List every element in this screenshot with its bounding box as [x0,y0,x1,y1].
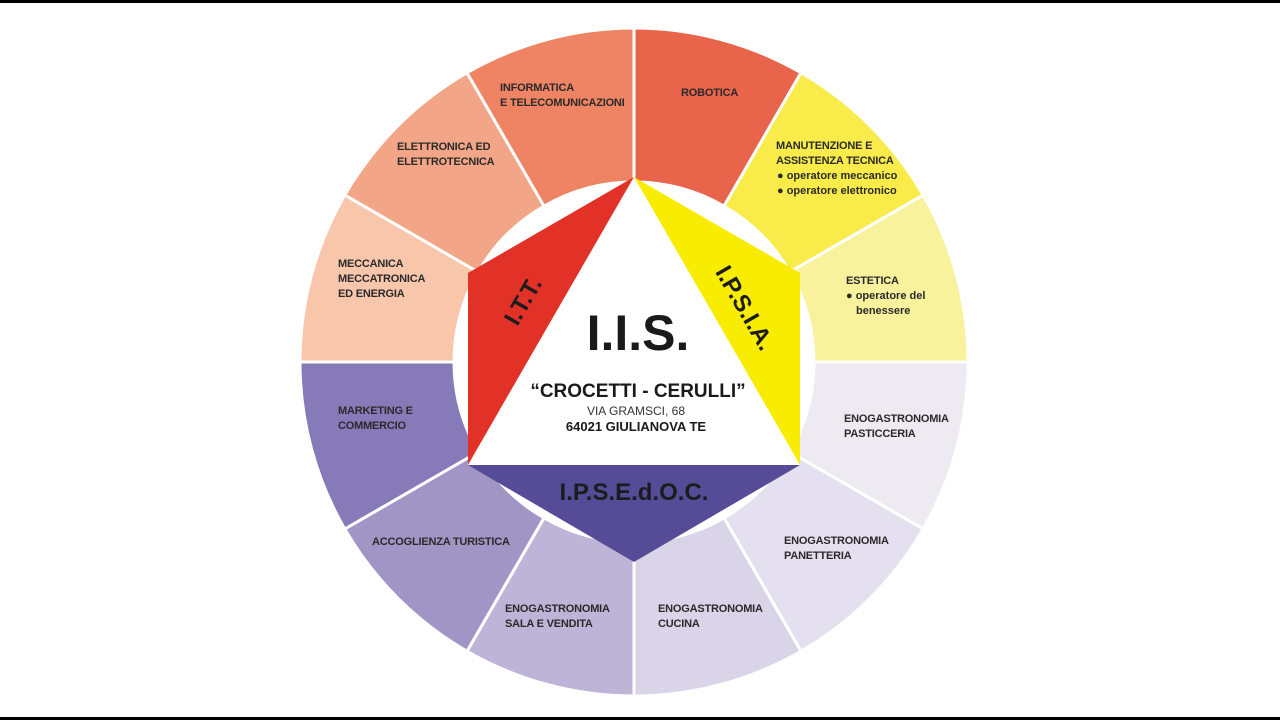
institute-address: VIA GRAMSCI, 68 [587,404,685,418]
segment-label-meccanica-1: MECCATRONICA [338,273,425,285]
segment-label-robotica-0: ROBOTICA [681,87,738,99]
segment-label-marketing-1: COMMERCIO [338,420,407,432]
segment-bullet-manutenzione-0: ● operatore meccanico [777,170,898,182]
segments-ring: ROBOTICA MANUTENZIONE E ASSISTENZA TECNICA… [298,26,970,698]
segment-label-accoglienza-0: ACCOGLIENZA TURISTICA [372,536,510,548]
segment-shape-informatica [464,26,636,209]
segment-label-marketing-0: MARKETING E [338,405,413,417]
segment-bullet-manutenzione-1: ● operatore elettronico [777,185,897,197]
segment-bullet-cont-estetica-0: benessere [856,305,910,317]
segment-informatica: INFORMATICA E TELECOMUNICAZIONI [464,26,636,209]
bottom-letterbox-line [0,717,1280,720]
ipsedoc-wedge [468,465,800,562]
segment-label-enogastronomia-pasticceria-0: ENOGASTRONOMIA [844,413,949,425]
segment-label-informatica-1: E TELECOMUNICAZIONI [500,97,625,109]
center-triangle [468,177,800,465]
segment-label-enogastronomia-sala-1: SALA E VENDITA [505,618,593,630]
segment-enogastronomia-cucina: ENOGASTRONOMIA CUCINA [632,515,804,698]
segment-meccanica: MECCANICA MECCATRONICA ED ENERGIA [298,192,481,364]
segment-label-enogastronomia-sala-0: ENOGASTRONOMIA [505,603,610,615]
segment-label-enogastronomia-cucina-0: ENOGASTRONOMIA [658,603,763,615]
segment-bullet-estetica-0: ● operatore del [846,290,925,302]
institute-city: 64021 GIULIANOVA TE [566,419,706,434]
segment-label-enogastronomia-cucina-1: CUCINA [658,618,700,630]
institute-title: I.I.S. [587,305,690,361]
segment-label-meccanica-0: MECCANICA [338,258,404,270]
institute-name: “CROCETTI - CERULLI” [530,381,745,402]
ipsedoc-label: I.P.S.E.d.O.C. [560,479,709,506]
segment-label-meccanica-2: ED ENERGIA [338,288,405,300]
segment-label-informatica-0: INFORMATICA [500,82,574,94]
segment-label-enogastronomia-pasticceria-1: PASTICCERIA [844,428,916,440]
segment-label-elettronica-1: ELETTROTECNICA [397,156,495,168]
center-hexagon [468,177,800,562]
top-letterbox-line [0,0,1280,3]
segment-label-enogastronomia-panetteria-0: ENOGASTRONOMIA [784,535,889,547]
segment-label-enogastronomia-panetteria-1: PANETTERIA [784,550,852,562]
segment-label-manutenzione-0: MANUTENZIONE E [776,140,872,152]
segment-label-estetica-0: ESTETICA [846,275,899,287]
segment-label-elettronica-0: ELETTRONICA ED [397,141,491,153]
segment-label-manutenzione-1: ASSISTENZA TECNICA [776,155,894,167]
